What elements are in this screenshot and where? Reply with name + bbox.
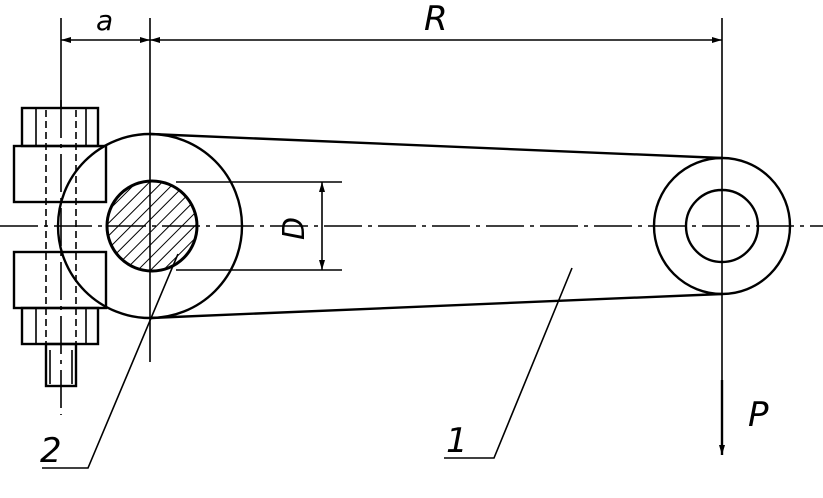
label-part-1: 1	[446, 421, 468, 461]
lever-bottom-edge	[149, 292, 723, 320]
label-R: R	[424, 0, 448, 39]
label-D: D	[277, 217, 312, 240]
label-part-2: 2	[40, 431, 62, 471]
leader-part-2	[42, 253, 179, 469]
label-a: a	[96, 4, 113, 37]
label-P: P	[748, 395, 769, 435]
clamp-lower	[12, 250, 108, 310]
clamp-upper	[12, 144, 108, 204]
lever-top-edge	[149, 132, 723, 160]
clamp-bolt	[12, 106, 108, 388]
leader-part-1	[444, 267, 573, 459]
